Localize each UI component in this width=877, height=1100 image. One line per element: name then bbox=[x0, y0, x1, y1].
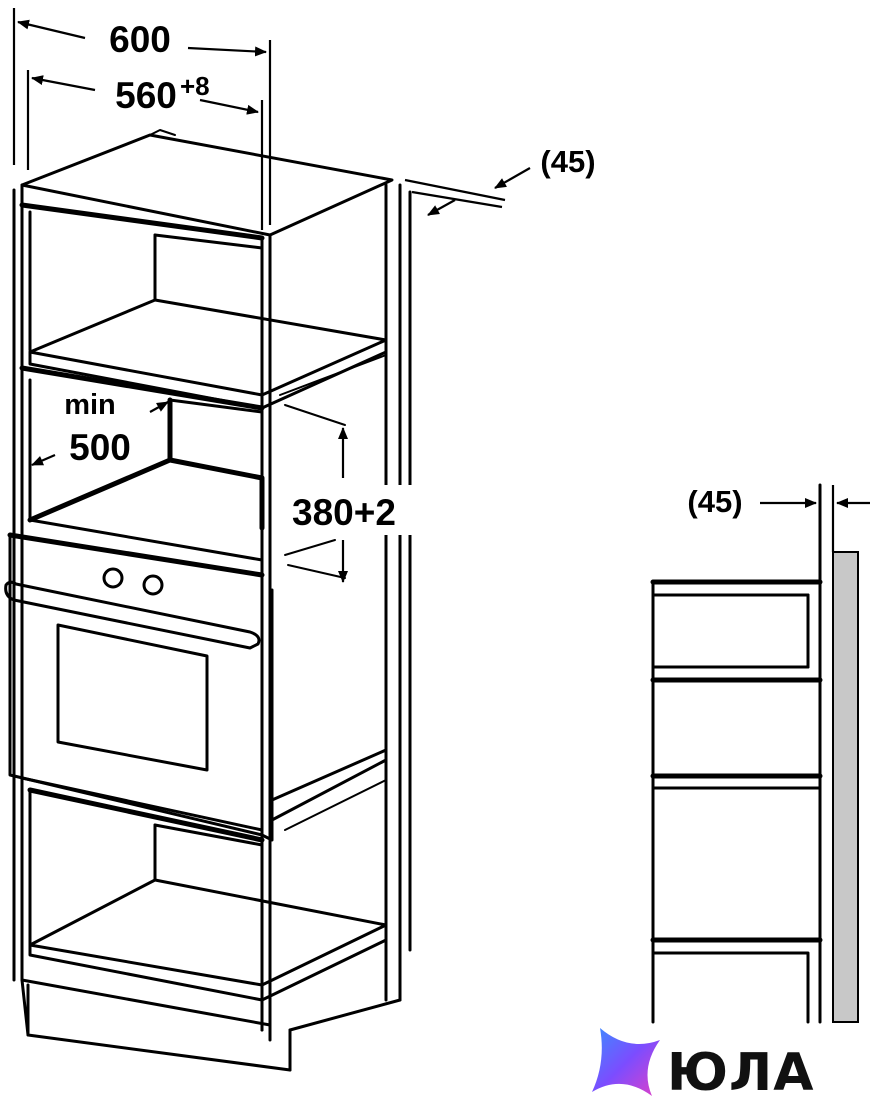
tall-cabinet bbox=[12, 129, 412, 1072]
width-total-label: 600 bbox=[109, 19, 171, 60]
dimension-600: 600 bbox=[12, 8, 272, 225]
depth-min-value: 500 bbox=[69, 427, 131, 468]
gap-top-label: (45) bbox=[540, 144, 595, 179]
microwave-niche bbox=[19, 365, 346, 579]
width-inner-label: 560 bbox=[115, 75, 177, 116]
oven-window bbox=[56, 623, 209, 772]
oven-knob-right bbox=[142, 574, 164, 596]
youla-logo-text: ЮЛА bbox=[667, 1043, 814, 1100]
oven-handle bbox=[4, 580, 261, 650]
dimension-380: 380+2 bbox=[274, 427, 414, 583]
wall-panel bbox=[832, 551, 859, 1023]
oven-knob-left bbox=[102, 567, 124, 589]
lower-compartment bbox=[20, 748, 388, 1032]
width-inner-tolerance: +8 bbox=[180, 71, 210, 101]
niche-height-label: 380+2 bbox=[292, 492, 396, 533]
depth-min-word: min bbox=[64, 389, 116, 421]
dimension-560: 560 +8 bbox=[26, 70, 264, 230]
upper-niche bbox=[19, 202, 388, 410]
side-section-view: (45) bbox=[650, 483, 870, 1024]
dimension-gap-top: (45) bbox=[404, 144, 596, 216]
youla-logo: ЮЛА bbox=[592, 1028, 814, 1100]
oven bbox=[4, 532, 274, 842]
youla-logo-icon bbox=[592, 1028, 660, 1096]
dimension-min-500: min 500 bbox=[31, 389, 169, 468]
gap-side-label: (45) bbox=[687, 484, 742, 519]
